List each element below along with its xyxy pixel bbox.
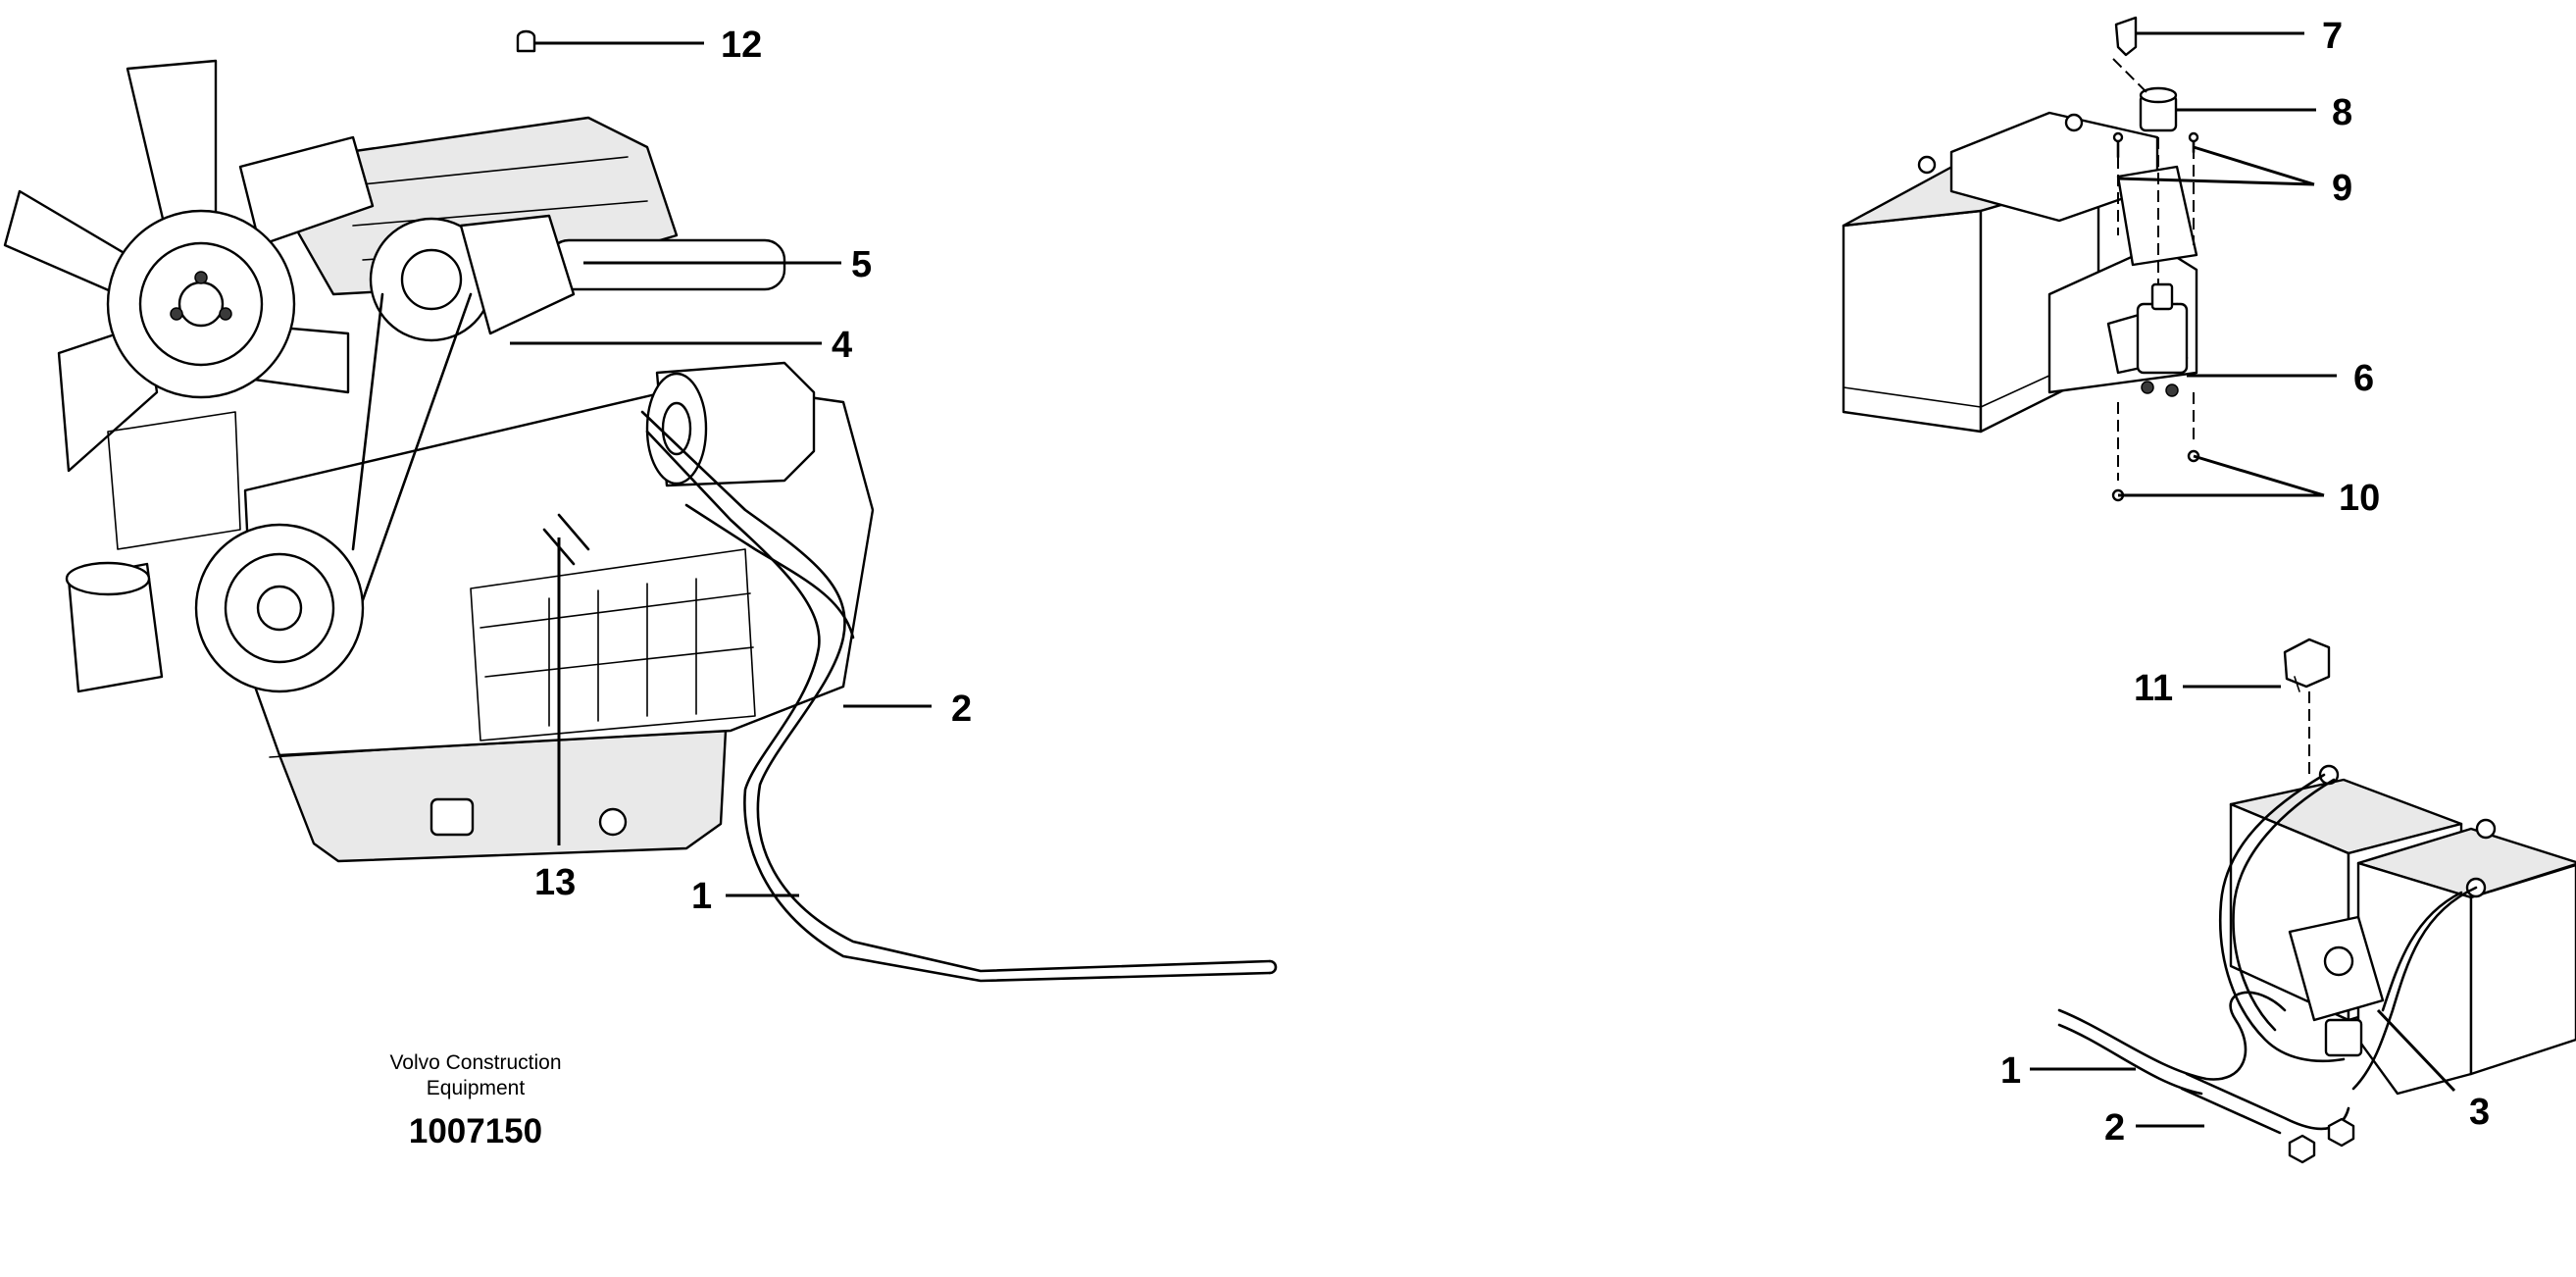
callout-battery-2: 2 xyxy=(2104,1107,2125,1149)
callout-bracket-6: 6 xyxy=(2353,358,2374,399)
callout-engine-12: 12 xyxy=(721,25,762,66)
callout-engine-1: 1 xyxy=(691,876,712,917)
callout-bracket-7: 7 xyxy=(2322,16,2343,57)
callout-bracket-10: 10 xyxy=(2339,478,2380,519)
callout-engine-5: 5 xyxy=(851,244,872,285)
document-caption: Volvo Construction Equipment 1007150 xyxy=(389,1051,561,1150)
battery-assembly-illustration xyxy=(2057,638,2576,1164)
leader-lines xyxy=(510,31,2456,1128)
callout-labels: 12 5 4 2 13 1 7 8 9 6 10 11 1 2 3 xyxy=(534,16,2490,1149)
callout-battery-3: 3 xyxy=(2469,1092,2490,1133)
battery-switch-bracket-illustration xyxy=(1842,16,2200,502)
caption-company-line2: Equipment xyxy=(427,1077,526,1099)
callout-engine-2: 2 xyxy=(951,689,972,730)
callout-engine-13: 13 xyxy=(534,862,576,903)
callout-battery-11: 11 xyxy=(2134,668,2173,709)
engine-illustration xyxy=(3,29,1278,983)
caption-company-line1: Volvo Construction xyxy=(389,1051,561,1074)
callout-battery-1: 1 xyxy=(2000,1050,2021,1092)
callout-engine-4: 4 xyxy=(832,325,852,366)
callout-bracket-9: 9 xyxy=(2332,168,2352,209)
callout-bracket-8: 8 xyxy=(2332,92,2352,133)
caption-document-number: 1007150 xyxy=(409,1112,542,1150)
